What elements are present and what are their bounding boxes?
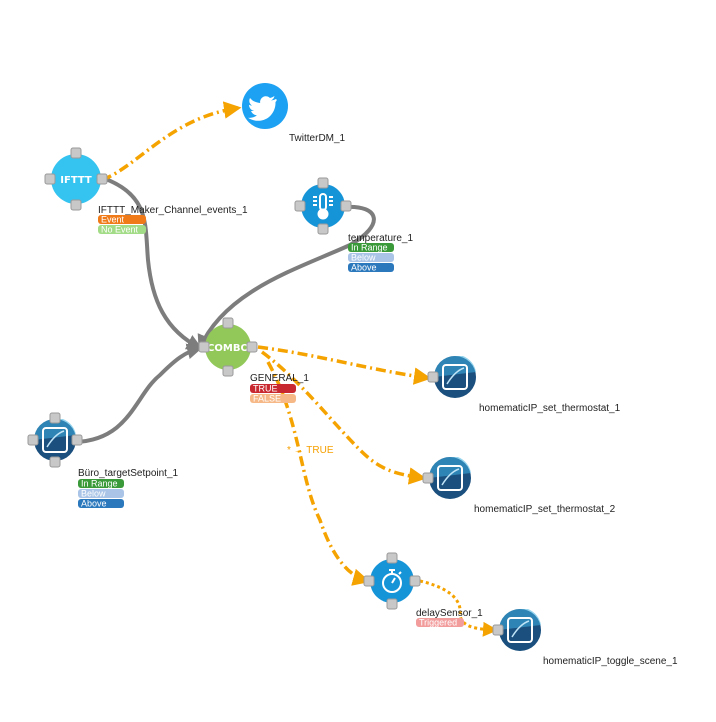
combo-output-badges: TRUE FALSE xyxy=(250,384,296,404)
node-thermostat1[interactable] xyxy=(427,356,476,398)
ifttt-node-label: IFTTT_Maker_Channel_events_1 xyxy=(98,205,248,216)
wire-setpoint-to-combo[interactable] xyxy=(74,343,204,444)
port-left[interactable] xyxy=(363,575,375,587)
output-triggered: Triggered xyxy=(419,618,457,628)
thermostat2-node-label: homematicIP_set_thermostat_2 xyxy=(474,504,616,515)
edge-label-combo-delay: * → TRUE xyxy=(287,445,334,456)
ifttt-logo: IFTTT xyxy=(60,175,92,186)
port-right[interactable] xyxy=(340,200,352,212)
output-false: FALSE xyxy=(253,394,281,404)
port-right[interactable] xyxy=(246,341,258,353)
port-top[interactable] xyxy=(317,177,329,189)
port-right[interactable] xyxy=(409,575,421,587)
port-top[interactable] xyxy=(386,552,398,564)
output-above: Above xyxy=(81,499,107,509)
output-no-event: No Event xyxy=(101,225,139,235)
thermometer-icon xyxy=(313,193,333,220)
output-in-range: In Range xyxy=(351,243,388,253)
setpoint-node-label: Büro_targetSetpoint_1 xyxy=(78,468,179,479)
port-left[interactable] xyxy=(27,434,39,446)
combo-logic: COMBO xyxy=(207,343,249,354)
combo-node-label: GENERAL_1 xyxy=(250,373,309,384)
output-event: Event xyxy=(101,215,125,225)
port-left[interactable] xyxy=(427,371,439,383)
action-delay-to-scene[interactable] xyxy=(419,579,498,637)
homematic-device-icon xyxy=(434,356,476,390)
port-right[interactable] xyxy=(71,434,83,446)
twitter-bird-icon xyxy=(248,96,277,121)
node-twitter[interactable] xyxy=(242,83,288,129)
output-in-range: In Range xyxy=(81,479,118,489)
delay-node-label: delaySensor_1 xyxy=(416,608,483,619)
port-left[interactable] xyxy=(294,200,306,212)
temperature-output-badges: In Range Below Above xyxy=(348,243,394,273)
delay-output-badges: Triggered xyxy=(416,618,464,628)
port-left[interactable] xyxy=(44,173,56,185)
node-thermostat2[interactable] xyxy=(422,457,471,499)
combo-node-circle[interactable] xyxy=(205,324,251,370)
node-scene[interactable] xyxy=(492,609,541,651)
action-combo-to-thermostat2[interactable] xyxy=(260,350,427,485)
port-left[interactable] xyxy=(198,341,210,353)
output-above: Above xyxy=(351,263,377,273)
action-combo-to-thermostat1[interactable] xyxy=(257,345,432,385)
ifttt-node-circle[interactable] xyxy=(51,154,101,204)
node-combo[interactable]: COMBO xyxy=(198,317,258,377)
output-below: Below xyxy=(81,489,106,499)
output-below: Below xyxy=(351,253,376,263)
node-setpoint[interactable] xyxy=(27,412,83,468)
action-combo-to-delay[interactable] xyxy=(266,361,371,586)
homematic-device-icon xyxy=(34,419,76,453)
twitter-node-label: TwitterDM_1 xyxy=(289,133,346,144)
wire-temperature-to-combo[interactable] xyxy=(197,204,376,351)
stopwatch-icon xyxy=(382,569,402,593)
port-bottom[interactable] xyxy=(49,456,61,468)
node-delay[interactable] xyxy=(363,552,421,610)
port-left[interactable] xyxy=(422,472,434,484)
action-ifttt-to-twitter[interactable] xyxy=(101,101,242,182)
port-top[interactable] xyxy=(49,412,61,424)
output-true: TRUE xyxy=(253,384,278,394)
port-bottom[interactable] xyxy=(386,598,398,610)
port-bottom[interactable] xyxy=(70,199,82,211)
temperature-node-label: temperature_1 xyxy=(348,233,413,244)
port-top[interactable] xyxy=(222,317,234,329)
port-bottom[interactable] xyxy=(317,223,329,235)
port-left[interactable] xyxy=(492,624,504,636)
port-bottom[interactable] xyxy=(222,365,234,377)
homematic-device-icon xyxy=(429,457,471,491)
ifttt-output-badges: Event No Event xyxy=(98,215,146,235)
thermostat1-node-label: homematicIP_set_thermostat_1 xyxy=(479,403,621,414)
homematic-device-icon xyxy=(499,609,541,643)
scene-node-label: homematicIP_toggle_scene_1 xyxy=(543,656,678,667)
temperature-node-circle[interactable] xyxy=(301,184,345,228)
delay-node-circle[interactable] xyxy=(370,559,414,603)
wire-ifttt-to-combo[interactable] xyxy=(102,176,203,350)
setpoint-output-badges: In Range Below Above xyxy=(78,479,124,509)
node-ifttt[interactable]: IFTTT xyxy=(44,147,108,211)
port-top[interactable] xyxy=(70,147,82,159)
port-right[interactable] xyxy=(96,173,108,185)
node-temperature[interactable] xyxy=(294,177,352,235)
